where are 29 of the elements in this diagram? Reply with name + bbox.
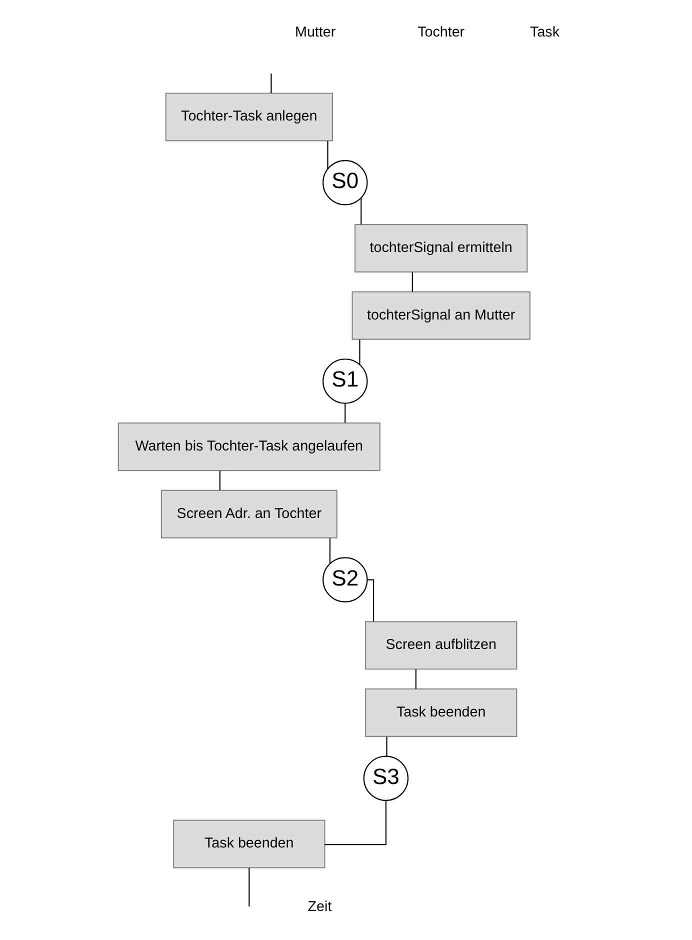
node-circle: S0: [322, 160, 368, 206]
connector: [270, 74, 272, 94]
connector: [386, 736, 387, 756]
node-box: tochterSignal an Mutter: [351, 291, 530, 340]
node-box: Warten bis Tochter-Task angelaufen: [117, 422, 380, 472]
connector: [360, 198, 362, 224]
connector: [328, 538, 330, 564]
connector: [324, 800, 386, 846]
node-box: Screen aufblitzen: [364, 621, 517, 670]
label: Mutter: [294, 24, 336, 40]
connector: [367, 579, 374, 622]
connector: [248, 868, 250, 906]
node-box: tochterSignal ermitteln: [354, 224, 528, 273]
label: Zeit: [307, 899, 332, 916]
connector: [326, 141, 328, 169]
node-box: Tochter-Task anlegen: [164, 92, 332, 142]
node-circle: S3: [362, 756, 408, 801]
label: Tochter: [417, 24, 464, 40]
connector: [414, 669, 416, 689]
node-circle: S2: [322, 557, 368, 602]
connector: [218, 470, 220, 490]
node-box: Screen Adr. an Tochter: [160, 490, 337, 538]
connector: [358, 340, 360, 364]
connector: [411, 272, 412, 292]
label: Task: [530, 24, 560, 40]
node-box: Task beenden: [364, 688, 517, 737]
node-circle: S1: [322, 358, 368, 404]
node-box: Task beenden: [172, 820, 325, 868]
connector: [344, 403, 346, 423]
